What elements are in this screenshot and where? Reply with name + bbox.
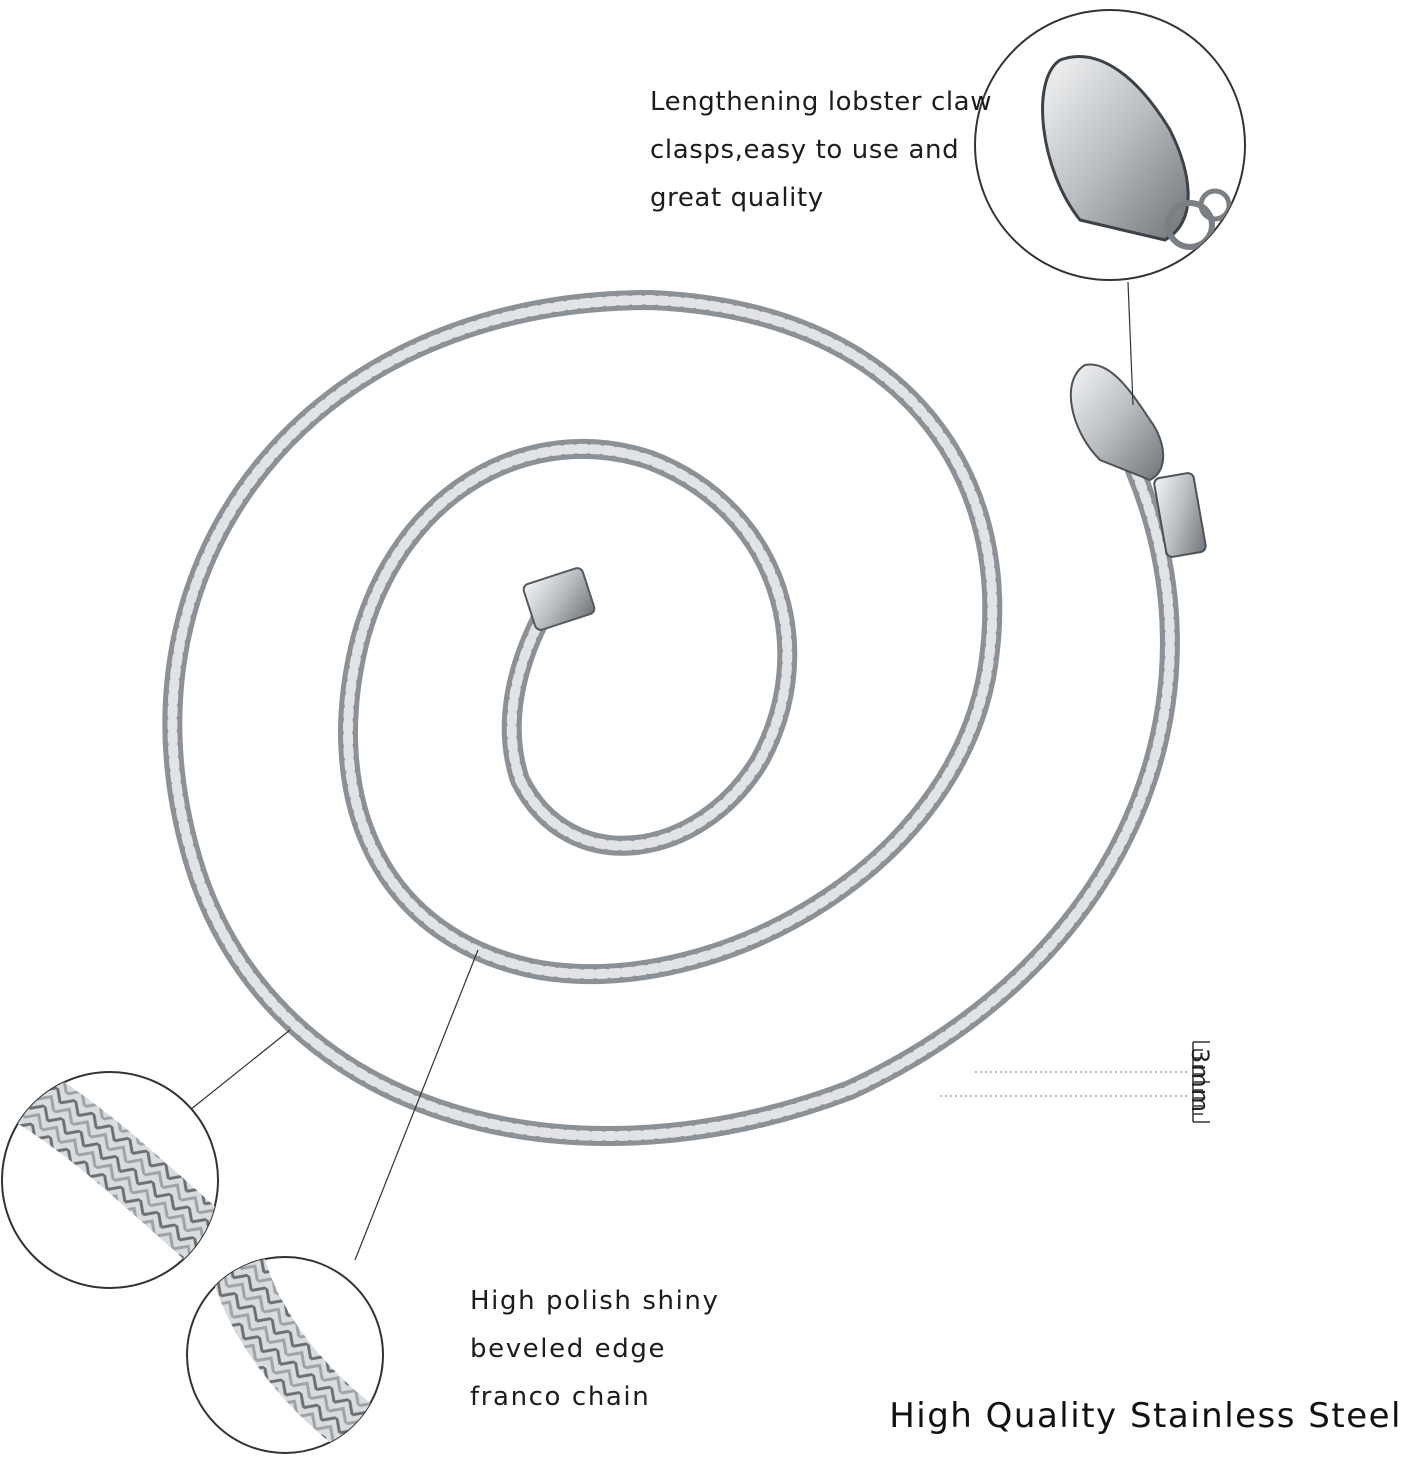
polish-caption-line: High polish shiny [470, 1286, 720, 1316]
clasp-caption-line: clasps,easy to use and [650, 135, 960, 165]
lobster-clasp [1069, 363, 1207, 558]
clasp-caption: Lengthening lobster claw clasps,easy to … [650, 78, 992, 222]
polish-caption: High polish shiny beveled edge franco ch… [470, 1277, 719, 1421]
clasp-caption-line: Lengthening lobster claw [650, 87, 993, 117]
brand-tagline: High Quality Stainless Steel [889, 1396, 1402, 1436]
clasp-caption-line: great quality [650, 183, 824, 213]
polish-caption-line: beveled edge [470, 1334, 667, 1364]
zoom-circle-clasp [974, 9, 1246, 281]
polish-caption-line: franco chain [470, 1382, 651, 1412]
zoom-circle-detail-2 [186, 1256, 384, 1454]
scale-ruler [1192, 1041, 1210, 1123]
scale-label: 3mm [1186, 1048, 1214, 1114]
spiral-chain [162, 289, 1180, 1146]
zoom-circle-detail-1 [1, 1071, 219, 1289]
inner-end-cap [522, 567, 596, 631]
scale-guide-lines [940, 1071, 1190, 1097]
leader-lines [189, 281, 1134, 1261]
